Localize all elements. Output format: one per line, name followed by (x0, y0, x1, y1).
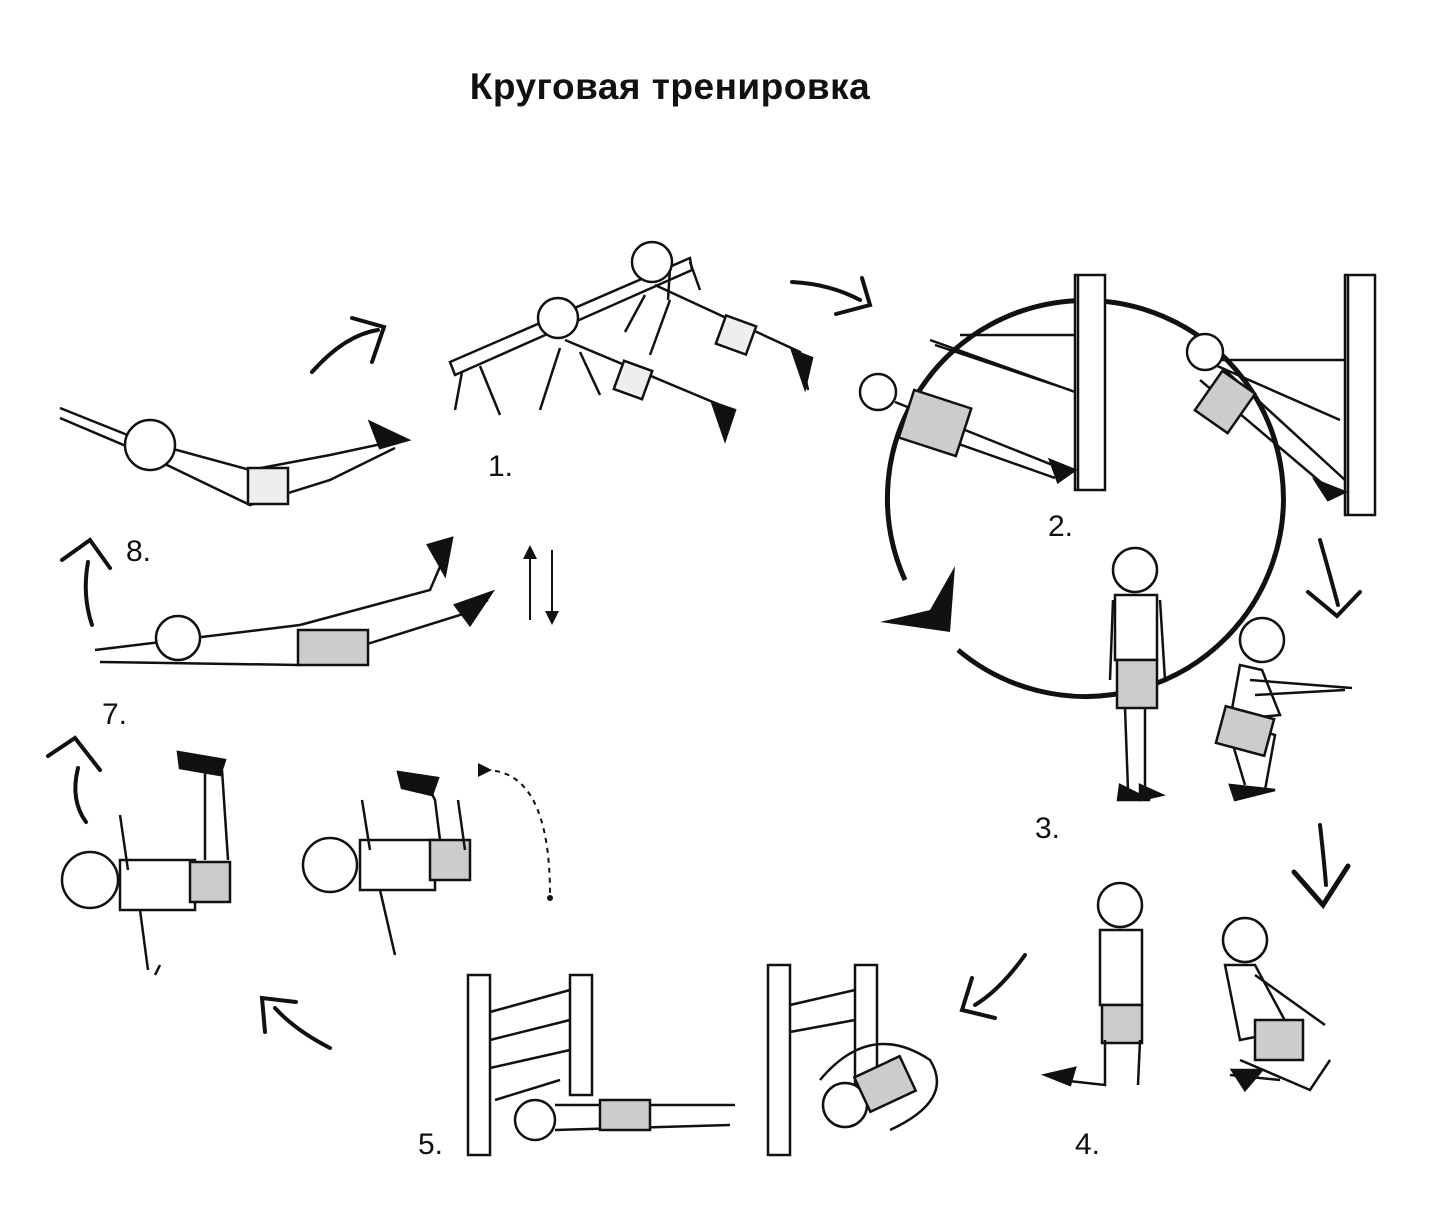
figure-squat (1108, 546, 1353, 802)
station-transition-arrow (46, 276, 1362, 1050)
figure-bench-push-up (448, 240, 814, 444)
station-label-5: 5. (418, 1128, 444, 1161)
figure-back-extension (59, 406, 412, 507)
station-label-1: 1. (488, 450, 514, 483)
station-label-8: 8. (126, 535, 152, 568)
figure-supine-leg-raise (60, 750, 472, 976)
station-label-4: 4. (1075, 1128, 1101, 1161)
figure-kneeling (1040, 881, 1332, 1093)
figure-wall-bar-sit-up (466, 963, 939, 1157)
figure-low-bar-pull-up (858, 273, 1377, 517)
page-title: Круговая тренировка (469, 66, 871, 107)
dashed-curve-arrow (477, 762, 553, 901)
station-label-7: 7. (102, 698, 128, 731)
station-label-2: 2. (1048, 510, 1074, 543)
figure-lying-leg-raise (94, 536, 496, 667)
up-down-arrows-icon (523, 545, 559, 625)
station-label-3: 3. (1035, 812, 1061, 845)
